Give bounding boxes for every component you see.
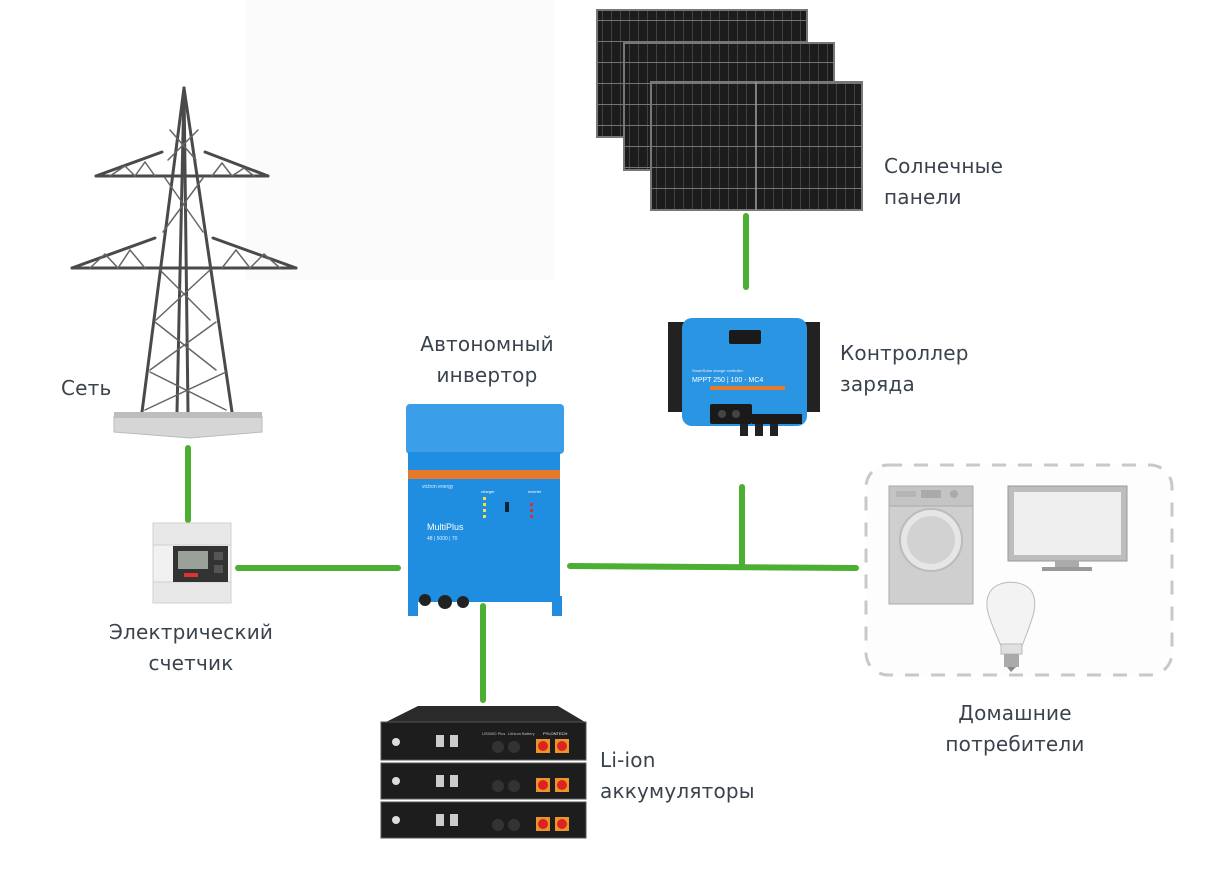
wire-inverter-consumers (567, 563, 859, 571)
batteries-label-line-2: аккумуляторы (600, 779, 755, 803)
consumers-label-line-1: Домашние (958, 701, 1072, 725)
solar-label-line-1: Солнечные (884, 154, 1004, 178)
inverter-spec-text: 48 | 5000 | 70 (427, 536, 458, 542)
tv-icon (1007, 485, 1128, 571)
inverter-label-line-1: Автономный (420, 332, 554, 356)
electric-meter-icon (152, 522, 232, 604)
inverter-model-text: MultiPlus (427, 522, 464, 532)
solar-label: Солнечные панели (884, 151, 1003, 213)
battery-rack-icon: US5000 Plus Lithium Battery PYLONTECH (380, 706, 587, 839)
inverter-label-line-2: инвертор (436, 363, 538, 387)
solar-panel-icon (596, 9, 863, 211)
solar-label-line-2: панели (884, 185, 962, 209)
power-tower-icon (70, 86, 298, 439)
battery-brand-text: PYLONTECH (543, 731, 568, 736)
consumers-label: Домашние потребители (920, 698, 1110, 760)
connections (185, 213, 859, 703)
battery-module-3 (380, 801, 587, 839)
consumers-group (864, 463, 1174, 677)
grid-label: Сеть (61, 373, 112, 404)
controller-label-line-2: заряда (840, 372, 915, 396)
meter-label-line-2: счетчик (148, 651, 234, 675)
meter-label: Электрический счетчик (80, 617, 302, 679)
meter-label-line-1: Электрический (108, 620, 274, 644)
battery-module-1: US5000 Plus Lithium Battery PYLONTECH (380, 721, 587, 761)
consumers-label-line-2: потребители (945, 732, 1085, 756)
inverter-charger-text: charger (481, 489, 495, 494)
background-shade (245, 0, 555, 280)
batteries-label-line-1: Li-ion (600, 748, 656, 772)
inverter-label: Автономный инвертор (392, 329, 582, 391)
controller-series-text: SmartSolar charge controller (692, 368, 744, 373)
inverter-inverter-text: inverter (528, 489, 542, 494)
grid-label-line-1: Сеть (61, 376, 112, 400)
batteries-label: Li-ion аккумуляторы (600, 745, 755, 807)
inverter-icon: MultiPlus 48 | 5000 | 70 victron energy … (406, 404, 564, 616)
controller-label: Контроллер заряда (840, 338, 969, 400)
battery-module-2 (380, 762, 587, 800)
charge-controller-icon: SmartSolar charge controller MPPT 250 | … (668, 318, 820, 436)
inverter-brand-text: victron energy (422, 484, 454, 490)
washing-machine-icon (888, 485, 974, 605)
light-bulb-icon (986, 581, 1036, 672)
battery-model-text: US5000 Plus (482, 731, 505, 736)
controller-label-line-1: Контроллер (840, 341, 969, 365)
controller-model-text: MPPT 250 | 100 - MC4 (692, 377, 763, 384)
battery-type-text: Lithium Battery (508, 731, 535, 736)
